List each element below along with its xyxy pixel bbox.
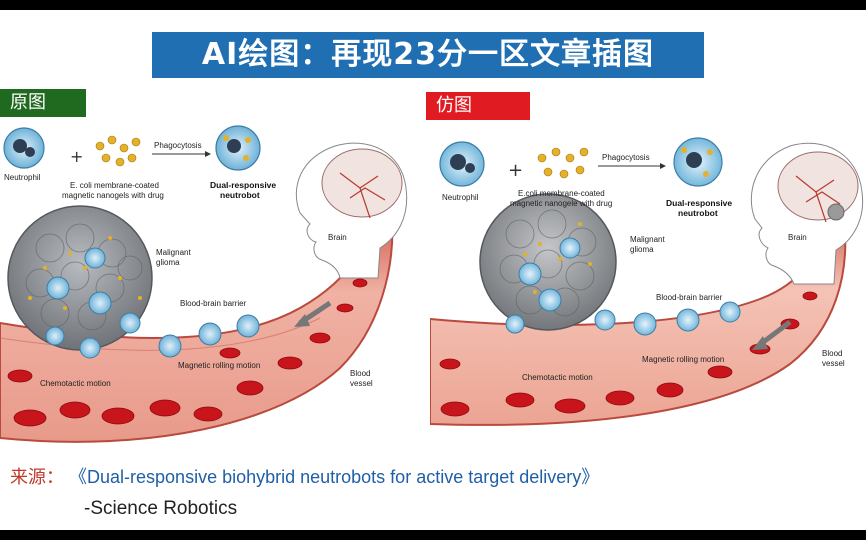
label-neutrobot-line2: neutrobot bbox=[678, 208, 718, 218]
source-label: 来源： bbox=[10, 467, 64, 488]
copy-figure: + Neutrophil E.coli membrane-coated magn… bbox=[430, 124, 866, 434]
neutrophil-cell bbox=[439, 141, 485, 187]
nanogel-cluster bbox=[537, 147, 589, 179]
original-tag: 原图 bbox=[0, 89, 86, 117]
label-nanogel-line2: magnetic nanogels with drug bbox=[62, 191, 164, 200]
source-journal: -Science Robotics bbox=[84, 498, 238, 519]
label-neutrobot-line1: Dual-responsive bbox=[210, 180, 276, 190]
label-rolling: Magnetic rolling motion bbox=[642, 355, 724, 364]
label-neutrophil: Neutrophil bbox=[4, 173, 41, 182]
malignant-glioma-mass bbox=[7, 205, 153, 351]
label-neutrobot-line1: Dual-responsive bbox=[666, 198, 732, 208]
label-brain: Brain bbox=[328, 233, 347, 242]
label-vessel-line2: vessel bbox=[822, 359, 845, 368]
nanogel-cluster bbox=[95, 135, 141, 167]
neutrobot-cells bbox=[45, 247, 260, 359]
label-nanogel-line1: E. coli membrane-coated bbox=[70, 181, 159, 190]
label-vessel-line2: vessel bbox=[350, 379, 373, 388]
label-vessel-line1: Blood bbox=[822, 349, 842, 358]
label-glioma-line2: glioma bbox=[156, 258, 180, 267]
plus-sign: + bbox=[70, 147, 83, 166]
label-brain: Brain bbox=[788, 233, 807, 242]
label-bbb: Blood-brain barrier bbox=[656, 293, 723, 302]
label-glioma-line1: Malignant bbox=[156, 248, 191, 257]
label-bbb: Blood-brain barrier bbox=[180, 299, 247, 308]
brain-head-illustration bbox=[295, 142, 408, 279]
bottom-letterbox bbox=[0, 530, 866, 540]
label-glioma-line2: glioma bbox=[630, 245, 654, 254]
neutrobot-cells bbox=[505, 237, 741, 336]
original-figure: + Neutrophil E. coli membrane-coated mag… bbox=[0, 118, 420, 458]
nanogel-particles bbox=[523, 222, 592, 294]
neutrophil-cell bbox=[3, 127, 45, 169]
source-citation: 来源： 《Dual-responsive biohybrid neutrobot… bbox=[10, 463, 599, 489]
label-phagocytosis: Phagocytosis bbox=[154, 141, 202, 150]
label-chemotactic: Chemotactic motion bbox=[522, 373, 593, 382]
label-rolling: Magnetic rolling motion bbox=[178, 361, 260, 370]
nanogel-particles bbox=[28, 236, 142, 310]
top-letterbox bbox=[0, 0, 866, 10]
neutrobot-cell bbox=[673, 137, 723, 187]
source-paper-title: 《Dual-responsive biohybrid neutrobots fo… bbox=[69, 467, 600, 487]
label-glioma-line1: Malignant bbox=[630, 235, 665, 244]
neutrobot-cell bbox=[215, 125, 261, 171]
slide-title: AI绘图：再现23分一区文章插图 bbox=[152, 32, 704, 78]
label-nanogel-line1: E.coli membrane-coated bbox=[518, 189, 605, 198]
brain-head-illustration bbox=[750, 142, 864, 285]
label-phagocytosis: Phagocytosis bbox=[602, 153, 650, 162]
label-neutrophil: Neutrophil bbox=[442, 193, 479, 202]
red-blood-cells bbox=[7, 278, 368, 427]
label-vessel-line1: Blood bbox=[350, 369, 370, 378]
copy-tag: 仿图 bbox=[426, 92, 530, 120]
plus-sign: + bbox=[508, 160, 523, 181]
label-nanogel-line2: magnetic nanogele with drug bbox=[510, 199, 612, 208]
label-chemotactic: Chemotactic motion bbox=[40, 379, 111, 388]
label-neutrobot-line2: neutrobot bbox=[220, 190, 260, 200]
